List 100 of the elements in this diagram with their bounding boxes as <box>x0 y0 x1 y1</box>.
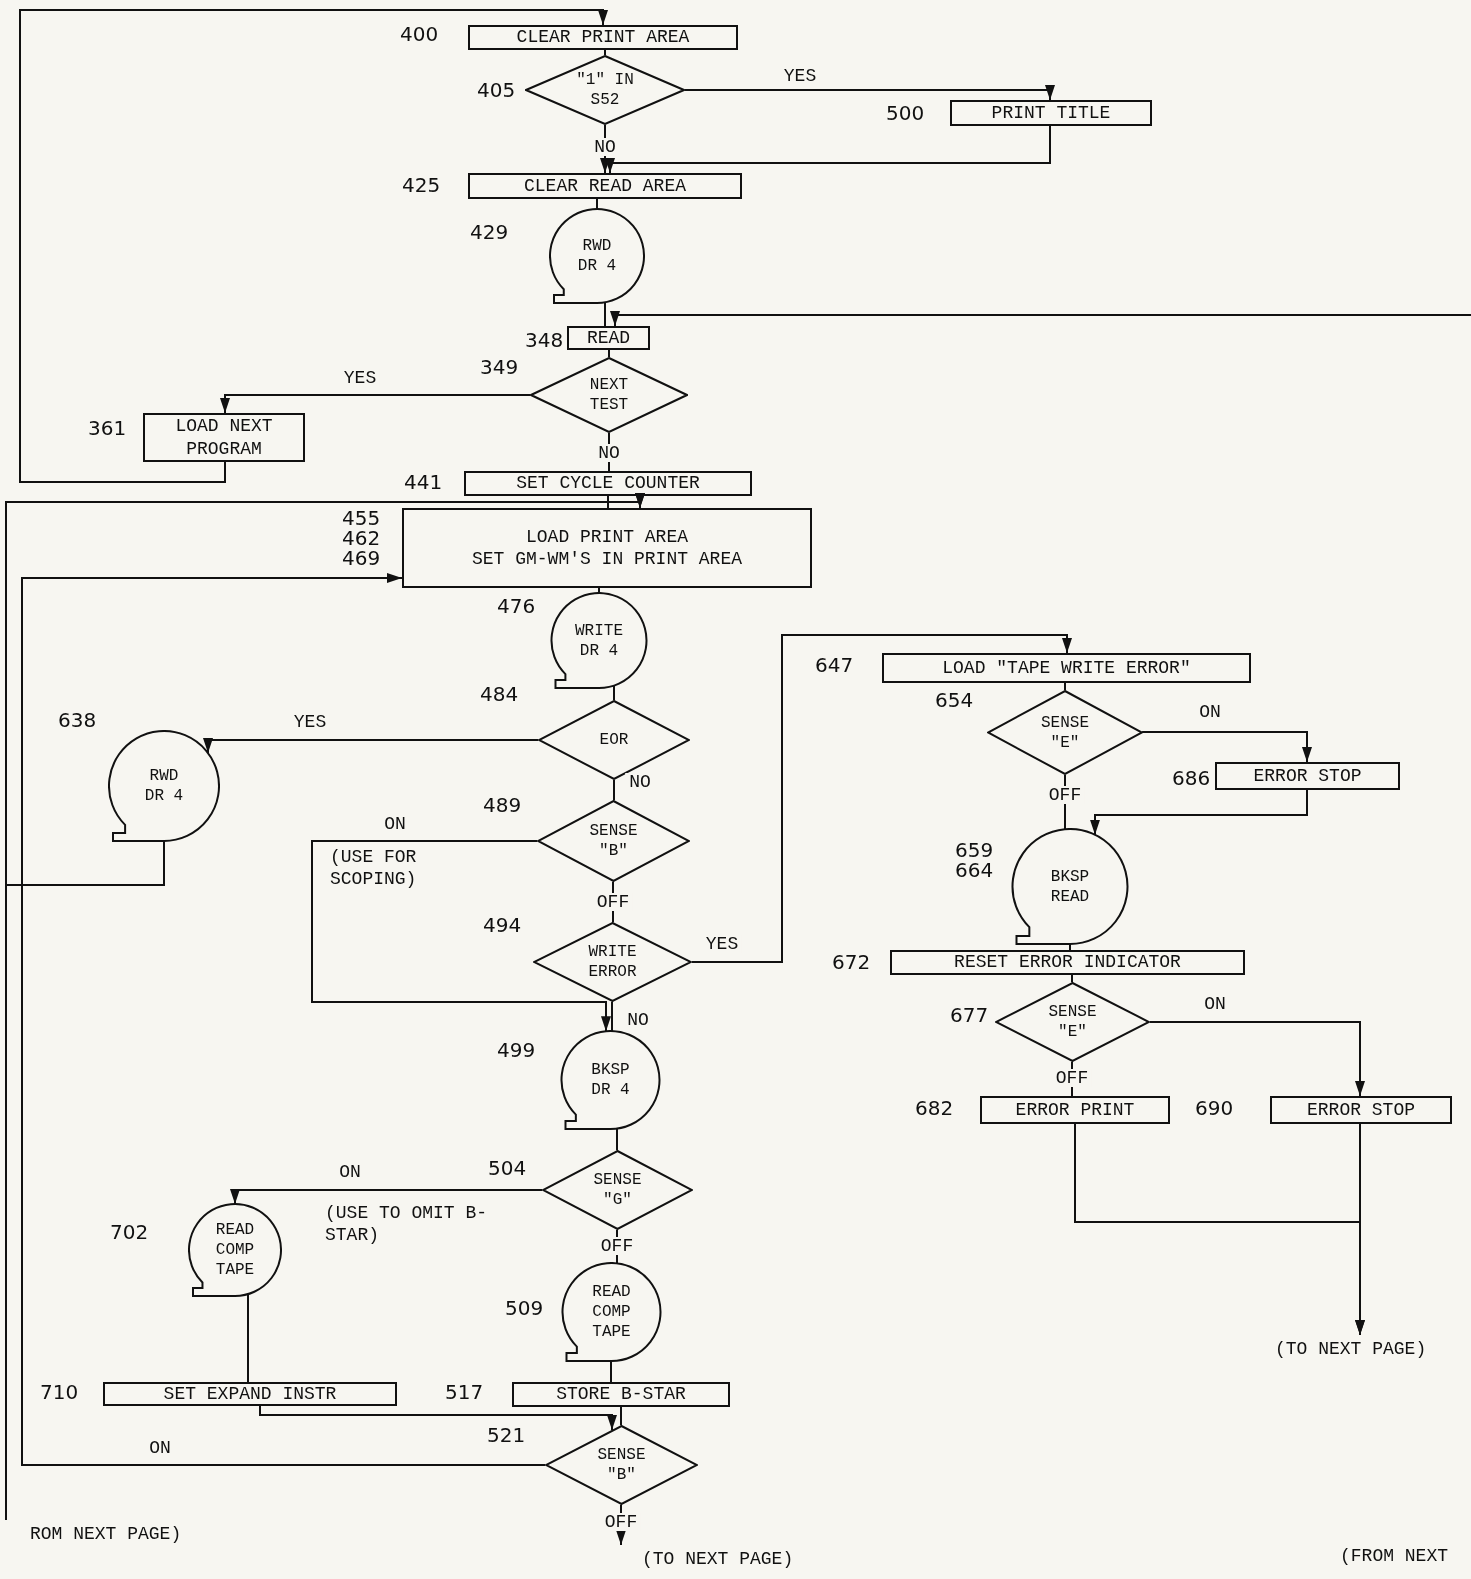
tape-operation-symbol <box>550 592 648 689</box>
process-box <box>468 25 738 50</box>
flow-arrow <box>605 125 1051 174</box>
step-number: 425 <box>402 175 441 195</box>
node-text: WRITE ERROR <box>587 942 638 982</box>
node-text: NEXT TEST <box>588 375 630 415</box>
node-text: SENSE "E" <box>1040 712 1090 753</box>
tape-operation-symbol <box>549 207 645 305</box>
node-text: RWD DR 4 <box>576 236 618 276</box>
node-text: ERROR PRINT <box>1015 1098 1135 1122</box>
node-text: LOAD NEXT PROGRAM <box>174 415 274 460</box>
node-text: EOR <box>599 730 629 750</box>
step-number: 349 <box>480 357 519 377</box>
decision-diamond <box>530 357 688 433</box>
node-text: WRITE DR 4 <box>574 620 624 661</box>
flow-arrow <box>311 840 611 1033</box>
tape-operation-symbol <box>188 1200 282 1300</box>
node-text: RESET ERROR INDICATOR <box>954 951 1181 974</box>
flow-arrow <box>610 311 1471 327</box>
flow-arrow <box>1149 1021 1365 1097</box>
process-box <box>402 508 812 588</box>
decision-diamond <box>533 922 692 1002</box>
node-text: LOAD PRINT AREA <box>526 525 688 548</box>
flow-arrow <box>1090 789 1308 836</box>
off-page-connector-text: ROM NEXT PAGE) <box>0 1520 230 1548</box>
node-text: ERROR STOP <box>1253 764 1362 788</box>
flow-arrow <box>691 634 1072 963</box>
node-text: SENSE "B" <box>596 1445 647 1485</box>
process-box <box>890 950 1245 975</box>
process-box <box>882 653 1251 683</box>
node-text: SET EXPAND INSTR <box>163 1382 337 1406</box>
step-number: 672 <box>832 952 871 972</box>
step-number: 682 <box>915 1098 954 1118</box>
step-number: 462 <box>342 528 381 548</box>
step-number: 647 <box>815 655 854 675</box>
node-text: BKSP DR 4 <box>590 1060 631 1100</box>
step-number: 654 <box>935 690 974 710</box>
flow-arrow <box>1355 1123 1365 1336</box>
node-text: SENSE "G" <box>592 1170 643 1210</box>
node-text: READ COMP TAPE <box>591 1282 632 1342</box>
step-number: 638 <box>58 710 97 730</box>
step-number: 489 <box>483 795 522 815</box>
node-text: PRINT TITLE <box>991 101 1111 125</box>
step-number: 517 <box>445 1382 484 1402</box>
node-text: SET CYCLE COUNTER <box>516 472 700 495</box>
flow-arrow <box>1141 731 1312 763</box>
off-page-connector-text: (TO NEXT PAGE) <box>612 1545 832 1573</box>
node-text: SENSE "E" <box>1047 1002 1098 1042</box>
node-text: ERROR STOP <box>1307 1098 1415 1122</box>
node-text: BKSP READ <box>1049 866 1091 907</box>
flow-arrow <box>19 9 608 483</box>
step-number: 659 <box>955 840 994 860</box>
off-page-connector-text: (TO NEXT PAGE) <box>1245 1335 1465 1363</box>
flow-arrow <box>684 85 1055 101</box>
decision-diamond <box>537 800 690 882</box>
node-text: SET GM-WM'S IN PRINT AREA <box>471 548 742 571</box>
node-text: STORE B-STAR <box>556 1383 686 1406</box>
note-text: (USE FOR SCOPING) <box>330 846 418 890</box>
tape-operation-symbol <box>108 730 220 842</box>
process-box <box>950 100 1152 126</box>
process-box <box>1215 762 1400 790</box>
step-number: 690 <box>1195 1098 1234 1118</box>
flow-arrow <box>5 493 645 1521</box>
decision-diamond <box>987 690 1143 775</box>
step-number: 455 <box>342 508 381 528</box>
process-box <box>103 1382 397 1406</box>
node-text: CLEAR PRINT AREA <box>516 26 690 49</box>
decision-diamond <box>525 55 685 125</box>
note-text: (FROM NEXT <box>1340 1545 1450 1567</box>
step-number: 500 <box>886 103 925 123</box>
step-number: 504 <box>488 1158 527 1178</box>
step-number: 509 <box>505 1298 544 1318</box>
node-text: READ COMP TAPE <box>214 1220 256 1280</box>
step-number: 499 <box>497 1040 536 1060</box>
node-text: LOAD "TAPE WRITE ERROR" <box>942 656 1191 680</box>
step-number: 686 <box>1172 768 1211 788</box>
process-box <box>512 1382 730 1407</box>
step-number: 405 <box>477 80 516 100</box>
note-text: (USE TO OMIT B-STAR) <box>325 1202 489 1246</box>
decision-diamond <box>542 1150 693 1230</box>
process-box <box>464 471 752 496</box>
step-number: 348 <box>525 330 564 350</box>
step-number: 521 <box>487 1425 526 1445</box>
step-number: 429 <box>470 222 509 242</box>
step-number: 441 <box>404 472 443 492</box>
flow-arrow <box>259 1405 617 1431</box>
flow-arrow <box>21 573 546 1466</box>
flow-arrow <box>230 1189 543 1205</box>
step-number: 400 <box>400 24 439 44</box>
flow-arrow <box>220 394 531 414</box>
step-number: 469 <box>342 548 381 568</box>
decision-diamond <box>995 982 1150 1062</box>
step-number: 484 <box>480 684 519 704</box>
process-box <box>567 326 650 350</box>
node-text: "1" IN S52 <box>575 70 635 110</box>
step-number: 476 <box>497 596 536 616</box>
step-number: 710 <box>40 1382 79 1402</box>
step-number: 664 <box>955 860 994 880</box>
step-number: 702 <box>110 1222 149 1242</box>
process-box <box>143 413 305 462</box>
